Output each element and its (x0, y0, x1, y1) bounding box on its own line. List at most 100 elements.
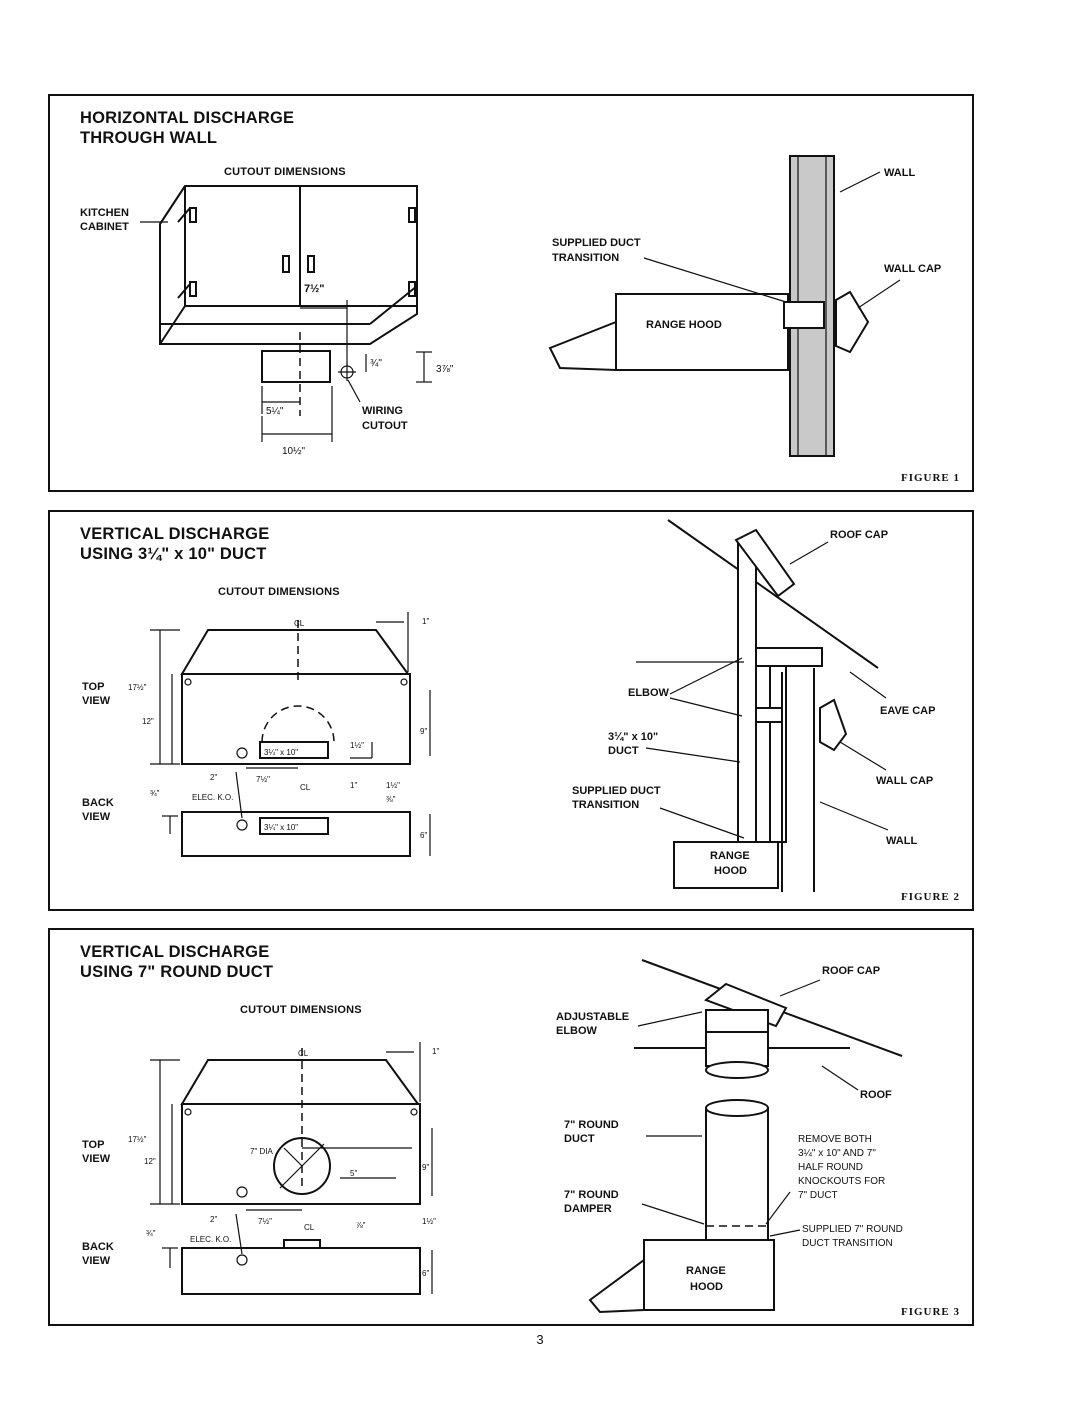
dim-9-3: 9" (422, 1163, 429, 1172)
dim-9: 9" (420, 727, 427, 736)
back-label: BACK (82, 797, 114, 809)
figure-2-label: FIGURE 2 (900, 891, 960, 903)
dim-10-5: 10½" (282, 446, 305, 457)
roof-cap-label: ROOF CAP (830, 529, 888, 541)
roof-cap-label-3: ROOF CAP (822, 965, 880, 977)
dim-1-5b: 1½" (386, 781, 400, 790)
round-duct-label-1: 7" ROUND (564, 1119, 619, 1131)
dim-7-5-3: 7½" (258, 1217, 272, 1226)
dim-1-5a: 1½" (350, 741, 364, 750)
dim-6: 6" (420, 831, 427, 840)
top-view-label-3: VIEW (82, 1153, 111, 1165)
hood-label: HOOD (714, 865, 747, 877)
figure-1-title: HORIZONTAL DISCHARGE THROUGH WALL (80, 108, 294, 148)
wall-cap-label-2: WALL CAP (876, 775, 933, 787)
back-view-label: VIEW (82, 811, 111, 823)
dim-3-875: 3⅞" (436, 364, 454, 375)
supplied-label-1: SUPPLIED 7" ROUND (802, 1224, 903, 1235)
dim-5-25: 5¼" (266, 405, 284, 417)
figure-2-panel: VERTICAL DISCHARGE USING 3¼" x 10" DUCT … (48, 510, 974, 911)
dim-0-75-3: ¾" (146, 1229, 156, 1238)
cl-bottom: CL (300, 783, 311, 792)
dim-12: 12" (142, 717, 154, 726)
dim-2-3: 2" (210, 1215, 217, 1224)
remove-label-3: HALF ROUND (798, 1162, 863, 1173)
supplied-duct-label: SUPPLIED DUCT (552, 237, 641, 249)
remove-label-4: KNOCKOUTS FOR (798, 1176, 885, 1187)
range-hood-label: RANGE HOOD (646, 319, 722, 331)
figure-1-label: FIGURE 1 (900, 472, 960, 484)
figure-1-drawing: 7½" ¾" 3⅞" 5¼" 10½" WIRING CUTOUT KITCHE… (80, 155, 941, 457)
wall-label-2: WALL (886, 835, 917, 847)
dim-1-5-3: 1½" (422, 1217, 436, 1226)
dim-1b: 1" (350, 781, 357, 790)
adjustable-label: ADJUSTABLE (556, 1011, 629, 1023)
back-view-label-3: VIEW (82, 1255, 111, 1267)
transition-label-2: TRANSITION (572, 799, 639, 811)
cl-top-3: CL (298, 1049, 309, 1058)
figure-3-title: VERTICAL DISCHARGE USING 7" ROUND DUCT (80, 942, 273, 982)
kitchen-label: KITCHEN (80, 207, 129, 219)
dim-7-5b: 7½" (256, 775, 270, 784)
dim-17-5-3: 17½" (128, 1135, 147, 1144)
figure-2-title-line1: VERTICAL DISCHARGE (80, 525, 270, 543)
remove-label-5: 7" DUCT (798, 1190, 838, 1201)
dim-0-75: ¾" (150, 789, 160, 798)
dim-1-3: 1" (432, 1047, 439, 1056)
figure-3-label: FIGURE 3 (900, 1306, 960, 1318)
top-label-3: TOP (82, 1139, 104, 1151)
dim-5-3: 5" (350, 1169, 357, 1178)
figure-1-title-line2: THROUGH WALL (80, 129, 218, 147)
figure-3-title-line1: VERTICAL DISCHARGE (80, 943, 270, 961)
range-hood-fig1 (548, 290, 870, 372)
wall-cap-label: WALL CAP (884, 263, 941, 275)
dim-17-5: 17½" (128, 683, 147, 692)
figure-2-title-line2: USING 3¼" x 10" DUCT (80, 545, 267, 563)
cl-top: CL (294, 619, 305, 628)
hood-label-3: HOOD (690, 1281, 723, 1293)
dim-6-3: 6" (422, 1269, 429, 1278)
wall-label: WALL (884, 167, 915, 179)
dim-0-875: ⅞" (356, 1221, 366, 1230)
transition-label: TRANSITION (552, 252, 619, 264)
elbow-label-3: ELBOW (556, 1025, 598, 1037)
round-duct-cutout (273, 1137, 331, 1195)
figure-1-cutout-label: CUTOUT DIMENSIONS (224, 166, 346, 178)
remove-label-2: 3¼" x 10" AND 7" (798, 1147, 876, 1159)
back-label-3: BACK (82, 1241, 114, 1253)
dim-1: 1" (422, 617, 429, 626)
figure-2-drawing: 3¼" x 10" CL 1" 17½" 12" TOP VIEW 9" 1½"… (82, 519, 935, 892)
duct-label: DUCT (608, 745, 639, 757)
wiring-label: WIRING (362, 405, 403, 417)
figure-3-title-line2: USING 7" ROUND DUCT (80, 963, 274, 981)
remove-label-1: REMOVE BOTH (798, 1134, 872, 1145)
page-number: 3 (536, 1332, 544, 1347)
dim-0-375: ⅜" (386, 795, 396, 804)
dim-7-5: 7½" (304, 283, 325, 295)
damper-label-1: 7" ROUND (564, 1189, 619, 1201)
duct-size-label: 3¼" x 10" (608, 731, 658, 743)
supplied-label-2: DUCT TRANSITION (802, 1238, 893, 1249)
figure-3-drawing: CL 1" 17½" 12" TOP VIEW 7" DIA 9" 5" 2" … (82, 959, 903, 1314)
top-label: TOP (82, 681, 104, 693)
supplied-duct-label-2: SUPPLIED DUCT (572, 785, 661, 797)
eave-cap-label: EAVE CAP (880, 705, 935, 717)
figure-3-cutout-label: CUTOUT DIMENSIONS (240, 1004, 362, 1016)
figure-2-title: VERTICAL DISCHARGE USING 3¼" x 10" DUCT (80, 524, 269, 564)
roof-label: ROOF (860, 1089, 892, 1101)
cl-bottom-3: CL (304, 1223, 315, 1232)
cutout-rect (261, 350, 331, 383)
figure-1-title-line1: HORIZONTAL DISCHARGE (80, 109, 295, 127)
top-view-label: VIEW (82, 695, 111, 707)
figure-1-panel: HORIZONTAL DISCHARGE THROUGH WALL CUTOUT… (48, 94, 974, 492)
duct-box-back-label: 3¼" x 10" (264, 823, 298, 832)
round-duct-label-2: DUCT (564, 1133, 595, 1145)
figure-3-panel: VERTICAL DISCHARGE USING 7" ROUND DUCT C… (48, 928, 974, 1326)
range-label: RANGE (710, 850, 750, 862)
roof-duct-diagram (667, 519, 879, 892)
dim-2: 2" (210, 773, 217, 782)
duct-box-label: 3¼" x 10" (264, 748, 298, 757)
elbow-label: ELBOW (628, 687, 670, 699)
dia-label: 7" DIA (250, 1147, 274, 1156)
round-duct-diagram (588, 959, 903, 1314)
